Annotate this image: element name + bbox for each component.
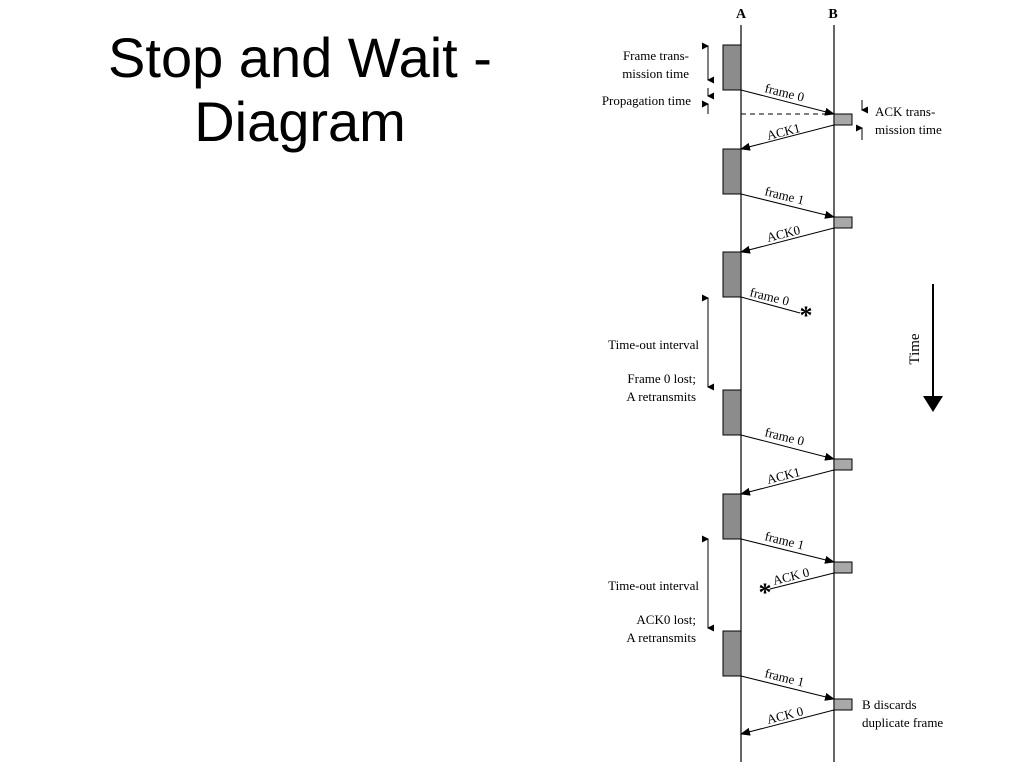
frame0-lost-label-line1: Frame 0 lost; (627, 371, 696, 386)
propagation-time-label: Propagation time (602, 93, 691, 108)
message-arrow-ack-lost (769, 572, 835, 590)
frame-block (722, 148, 742, 195)
b-discards-label-line2: duplicate frame (862, 715, 943, 730)
message-label: ACK1 (765, 120, 802, 143)
slide-title: Stop and Wait - Diagram (40, 26, 560, 154)
message-arrow-ack (740, 709, 835, 736)
time-arrow-icon (923, 396, 943, 412)
time-axis-label: Time (907, 333, 923, 364)
message-label: frame 0 (763, 424, 806, 448)
frame-block (722, 493, 742, 540)
ack-block (833, 698, 853, 711)
ack0-lost-label-line1: ACK0 lost; (636, 612, 696, 627)
node-b-label: B (828, 7, 837, 22)
message-arrow-frame (740, 538, 835, 564)
timeout-interval-label: Time-out interval (608, 337, 699, 352)
ack-block (833, 458, 853, 471)
message-label: ACK 0 (771, 564, 811, 588)
frame-tx-label-line1: Frame trans- (623, 48, 689, 63)
message-arrow-frame (740, 89, 835, 116)
lost-marker-icon: * (759, 578, 772, 607)
message-label: frame 1 (763, 528, 806, 552)
ack-block (833, 113, 853, 126)
message-arrow-ack (740, 124, 835, 151)
frame-block (722, 630, 742, 677)
message-arrow-ack (740, 469, 835, 496)
frame0-lost-label-line2: A retransmits (626, 389, 696, 404)
message-label: frame 1 (763, 183, 806, 207)
message-arrow-frame (740, 434, 835, 461)
ack0-lost-label-line2: A retransmits (626, 630, 696, 645)
frame-tx-label-line2: mission time (622, 66, 689, 81)
lost-marker-icon: * (800, 301, 813, 330)
b-discards-label-line1: B discards (862, 697, 917, 712)
title-line-2: Diagram (194, 90, 406, 153)
message-label: frame 1 (763, 665, 806, 689)
ack-tx-label-line2: mission time (875, 122, 942, 137)
timeout-interval-label: Time-out interval (608, 578, 699, 593)
message-arrow-frame (740, 675, 835, 701)
message-label: ACK 0 (765, 703, 805, 727)
frame-block (722, 389, 742, 436)
frame-block (722, 44, 742, 91)
frame-block (722, 251, 742, 298)
ack-block (833, 216, 853, 229)
message-arrow-ack (740, 227, 835, 254)
ack-block (833, 561, 853, 574)
message-arrow-frame-lost (740, 296, 801, 314)
title-line-1: Stop and Wait - (108, 26, 492, 89)
message-arrow-frame (740, 193, 835, 219)
ack-tx-label-line1: ACK trans- (875, 104, 935, 119)
node-a-label: A (736, 7, 747, 22)
